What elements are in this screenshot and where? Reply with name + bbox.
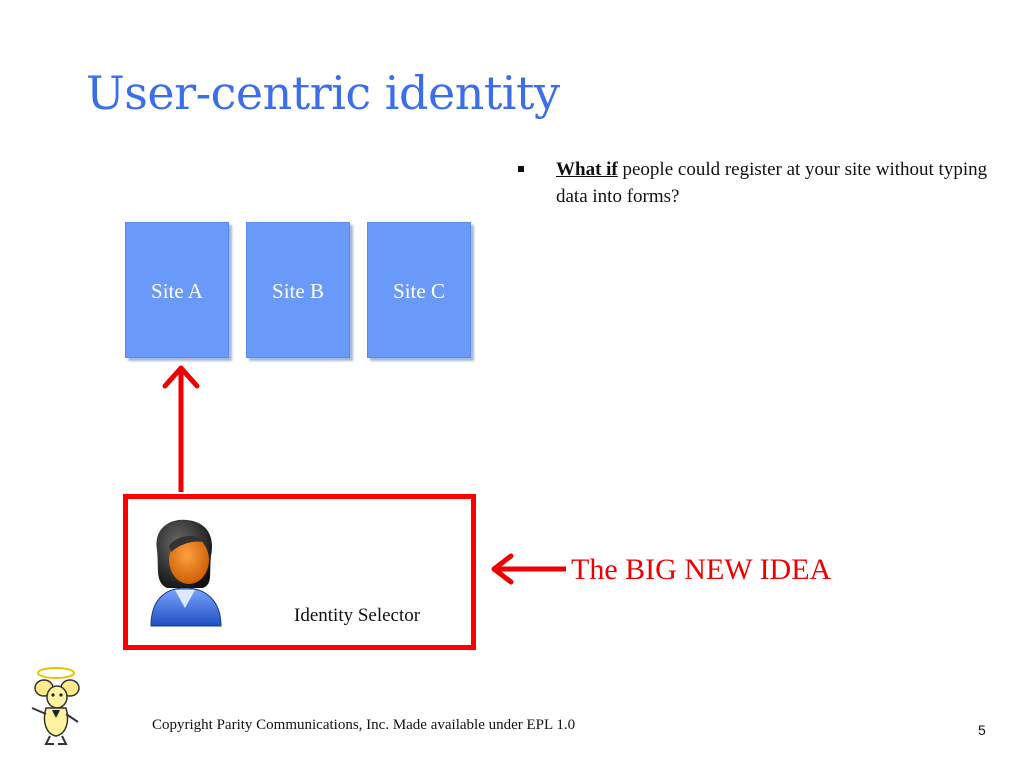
bullet-emphasis: What if (556, 159, 618, 180)
site-c-box: Site C (367, 222, 471, 358)
site-a-box: Site A (125, 222, 229, 358)
identity-selector-label: Identity Selector (294, 605, 421, 626)
identity-selector-box (123, 494, 476, 650)
site-a-label: Site A (151, 279, 203, 303)
left-arrow-icon (491, 553, 566, 585)
slide-title: User-centric identity (86, 66, 560, 120)
bullet-marker (518, 166, 524, 172)
copyright-footer: Copyright Parity Communications, Inc. Ma… (152, 717, 576, 733)
user-avatar-icon (150, 519, 222, 627)
page-number: 5 (978, 722, 986, 738)
bullet-point: What if people could register at your si… (518, 156, 988, 210)
site-b-label: Site B (272, 279, 324, 303)
up-arrow-icon (162, 365, 200, 492)
big-new-idea-callout: The BIG NEW IDEA (571, 553, 832, 586)
site-c-label: Site C (393, 279, 445, 303)
bullet-text: What if people could register at your si… (556, 156, 988, 210)
site-b-box: Site B (246, 222, 350, 358)
mascot-logo-icon (31, 667, 80, 745)
bullet-rest: people could register at your site witho… (556, 159, 988, 207)
